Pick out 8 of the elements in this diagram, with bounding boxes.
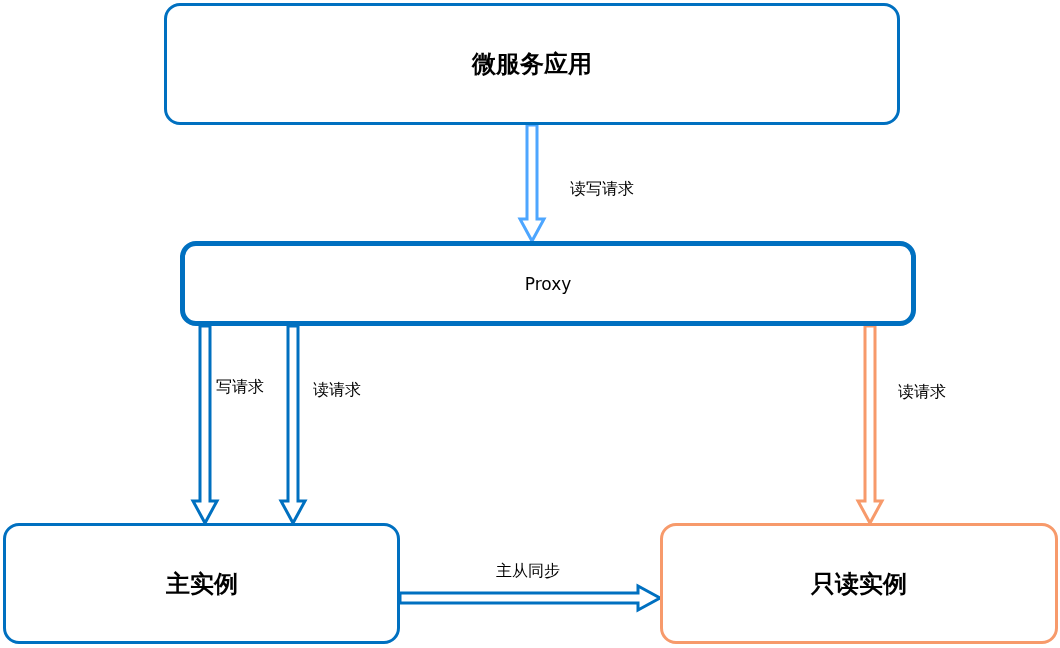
process-box: [164, 3, 900, 125]
database-box: [660, 523, 1058, 644]
database-box: [3, 523, 400, 644]
node-label: Proxy: [524, 273, 572, 294]
node-label: 主实例: [165, 568, 238, 600]
node-label: 只读实例: [811, 568, 907, 600]
proxy-box: [180, 241, 916, 326]
node-label: 微服务应用: [472, 49, 592, 80]
